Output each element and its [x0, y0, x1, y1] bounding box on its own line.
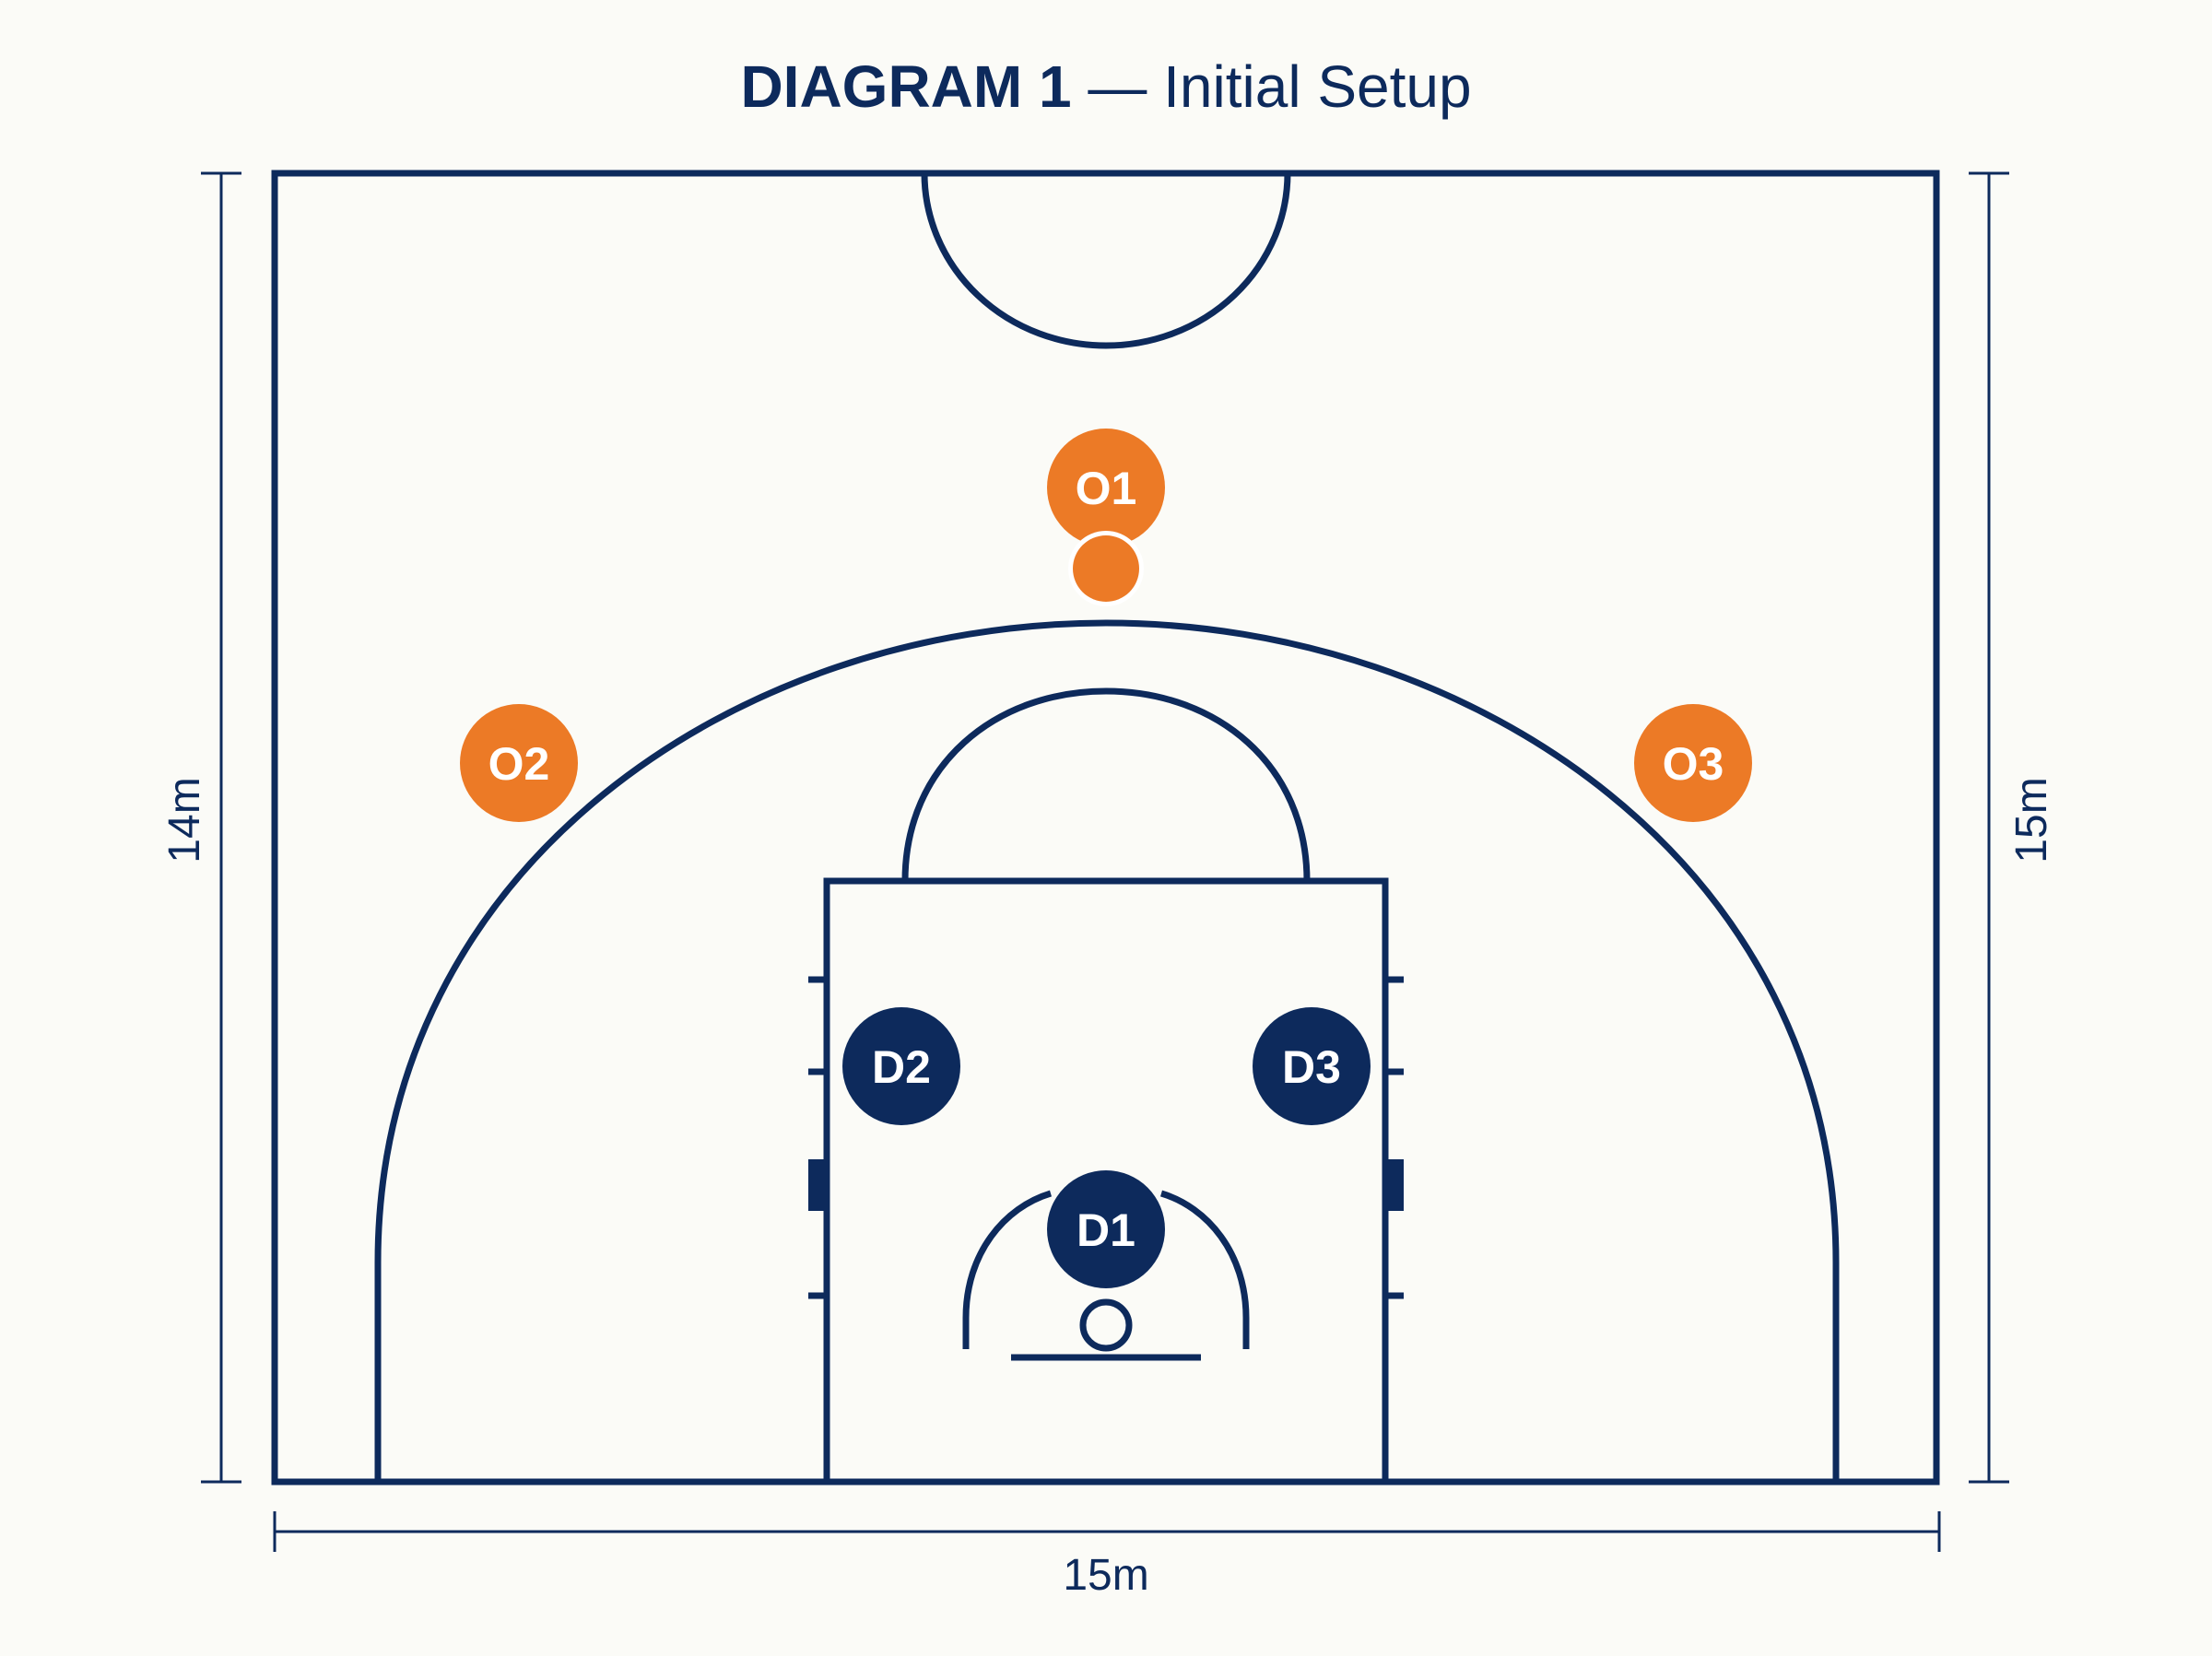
player-label-o2: O2: [488, 738, 550, 790]
defense-player-d3: D3: [1253, 1007, 1371, 1125]
offense-player-o1: O1: [1047, 429, 1165, 546]
lane-marks-right: [1385, 976, 1404, 1299]
lane-marks-left: [808, 976, 827, 1299]
center-circle-arc: [921, 172, 1291, 349]
player-label-o3: O3: [1663, 738, 1724, 790]
defense-player-d1: D1: [1047, 1170, 1165, 1288]
diagram-title: DIAGRAM 1 — Initial Setup: [740, 53, 1471, 120]
defense-player-d2: D2: [842, 1007, 960, 1125]
title-separator: —: [1072, 53, 1164, 120]
offense-player-o3: O3: [1634, 704, 1752, 822]
dimension-left-label: 14m: [160, 777, 209, 863]
player-label-d3: D3: [1282, 1041, 1341, 1093]
hoop: [1079, 1298, 1133, 1352]
dimension-bottom: 15m: [273, 1511, 1941, 1600]
restricted-arc-right: [1159, 1190, 1250, 1349]
dimension-bottom-label: 15m: [1063, 1551, 1148, 1600]
basketball-icon: [1068, 531, 1144, 606]
three-point-line: [374, 619, 1840, 1482]
offense-player-o2: O2: [460, 704, 578, 822]
restricted-arc-left: [962, 1190, 1053, 1349]
dimension-right: 15m: [1969, 171, 2056, 1484]
court-boundary: [271, 170, 1940, 1486]
player-label-o1: O1: [1076, 463, 1137, 514]
dimension-left: 14m: [160, 171, 241, 1484]
dimension-right-label: 15m: [2007, 777, 2056, 863]
free-throw-circle: [901, 687, 1311, 882]
player-label-d2: D2: [872, 1041, 931, 1093]
player-label-d1: D1: [1077, 1204, 1135, 1256]
title-bold-text: DIAGRAM 1: [740, 53, 1071, 120]
title-subtitle: Initial Setup: [1163, 53, 1471, 120]
